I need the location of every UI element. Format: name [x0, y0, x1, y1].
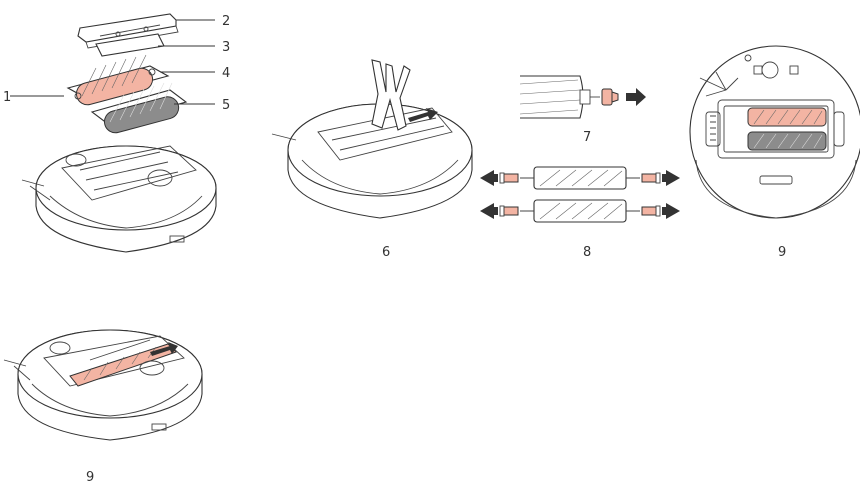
step-7-remove-end-cap: 7 — [520, 76, 646, 145]
step-label-7: 7 — [583, 130, 591, 145]
step-label-8: 8 — [583, 245, 591, 260]
step-8-brush-caps: 8 — [480, 167, 680, 260]
step-label-6: 6 — [382, 245, 390, 260]
step-9-reinstall-brushes: 9 — [4, 330, 202, 485]
callout-5: 5 — [222, 98, 230, 113]
callout-2: 2 — [222, 14, 230, 29]
robot-vacuum-body-1 — [22, 146, 216, 252]
callout-3: 3 — [222, 40, 230, 55]
step-label-9a: 9 — [778, 245, 786, 260]
step-label-9b: 9 — [86, 470, 94, 485]
callout-4: 4 — [222, 66, 230, 81]
step-6-remove-cover: 6 — [272, 60, 472, 260]
exploded-parts-view: 1 2 3 4 5 — [3, 14, 230, 252]
step-9-bottom-view: 9 — [690, 46, 860, 260]
callout-1: 1 — [3, 90, 11, 105]
